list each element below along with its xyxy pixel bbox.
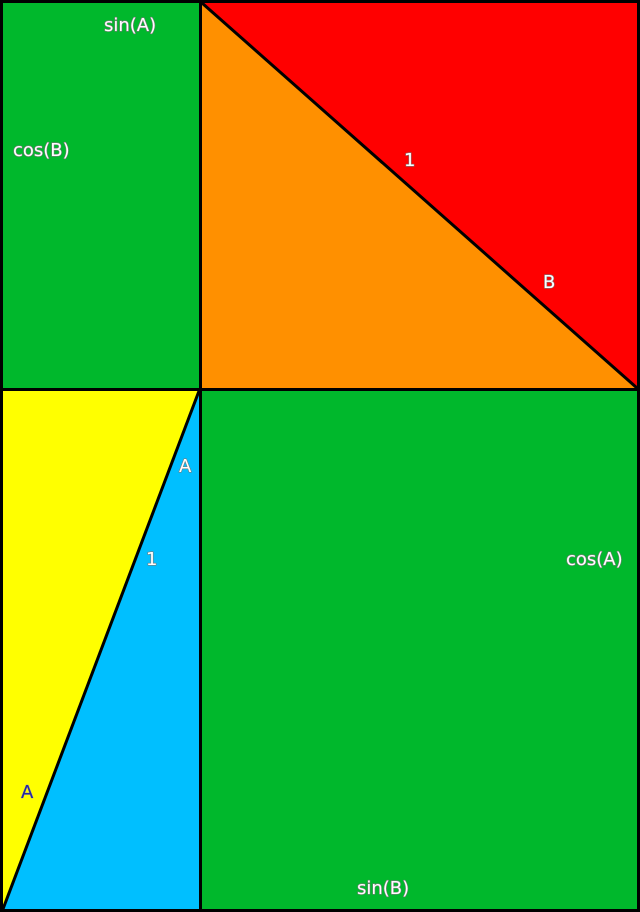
label-angle-b: B: [543, 272, 555, 293]
label-cos-b: cos(B): [13, 140, 70, 161]
label-hypotenuse-left: 1: [146, 549, 157, 570]
label-sin-a: sin(A): [104, 15, 156, 36]
label-sin-b: sin(B): [357, 878, 409, 899]
label-angle-a-top: A: [179, 456, 192, 477]
label-cos-a: cos(A): [566, 549, 623, 570]
left-hypotenuse-line: [1, 390, 201, 910]
top-hypotenuse-line: [201, 1, 638, 390]
label-hypotenuse-top: 1: [404, 150, 415, 171]
label-angle-a-bottom: A: [21, 782, 34, 803]
bottom-right-green-rectangle: [202, 391, 637, 909]
top-left-green-rectangle: [3, 3, 199, 388]
